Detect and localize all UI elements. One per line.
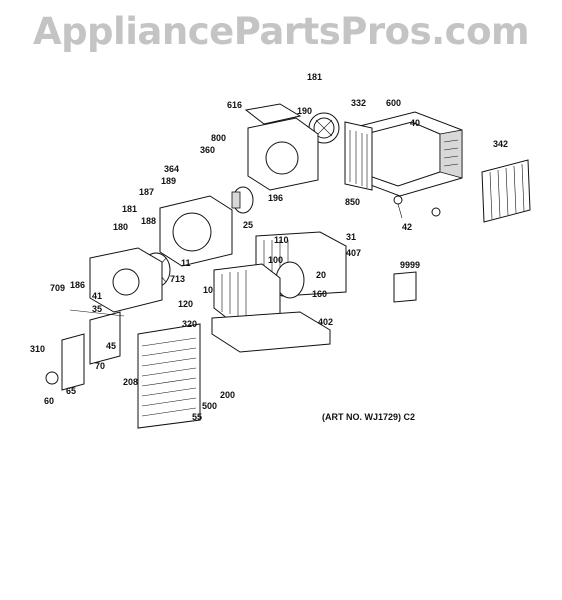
watermark-logo: AppliancePartsPros.com: [32, 10, 530, 53]
part-label: 407: [346, 248, 361, 258]
part-label: 45: [106, 341, 116, 351]
part-label: 181: [307, 72, 322, 82]
evaporator-coil-part: [213, 263, 281, 323]
part-label: 709: [50, 283, 65, 293]
part-label: 55: [192, 412, 202, 422]
part-label: 70: [95, 361, 105, 371]
manual-card-part: [393, 271, 417, 303]
part-label: 310: [30, 344, 45, 354]
part-label: 9999: [400, 260, 420, 270]
scroll-housing-part: [159, 195, 233, 267]
part-label: 187: [139, 187, 154, 197]
part-label: 600: [386, 98, 401, 108]
part-label: 190: [297, 106, 312, 116]
blower-wheel-part: [308, 112, 340, 144]
part-label: 200: [220, 390, 235, 400]
part-label: 320: [182, 319, 197, 329]
part-label: 180: [113, 222, 128, 232]
blower-housing-part: [244, 103, 319, 191]
front-grille-part: [137, 323, 201, 429]
fan-motor-part: [231, 186, 254, 214]
part-label: 110: [274, 235, 289, 245]
part-label: 42: [402, 222, 412, 232]
part-label: 713: [170, 274, 185, 284]
part-label: 10: [203, 285, 213, 295]
part-label: 616: [227, 100, 242, 110]
part-label: 35: [92, 304, 102, 314]
part-label: 402: [318, 317, 333, 327]
side-curtain-part: [481, 159, 531, 223]
part-label: 850: [345, 197, 360, 207]
part-label: 332: [351, 98, 366, 108]
part-label: 25: [243, 220, 253, 230]
part-label: 11: [181, 258, 191, 268]
art-number-caption: (ART NO. WJ1729) C2: [322, 412, 416, 422]
orifice-part: [89, 247, 163, 313]
part-label: 181: [122, 204, 137, 214]
part-label: 360: [200, 145, 215, 155]
front-frame-part: [344, 121, 373, 191]
part-label: 364: [164, 164, 179, 174]
part-label: 120: [178, 299, 193, 309]
part-label: 196: [268, 193, 283, 203]
cabinet-wrapper-part: [351, 111, 463, 197]
part-label: 20: [316, 270, 326, 280]
part-label: 208: [123, 377, 138, 387]
part-label: 500: [202, 401, 217, 411]
part-label: 60: [44, 396, 54, 406]
part-label: 186: [70, 280, 85, 290]
part-label: 41: [92, 291, 102, 301]
part-label: 100: [268, 255, 283, 265]
part-label: 31: [346, 232, 356, 242]
part-label: 342: [493, 139, 508, 149]
part-label: 65: [66, 386, 76, 396]
part-label: 40: [410, 118, 420, 128]
part-label: 188: [141, 216, 156, 226]
part-label: 160: [312, 289, 327, 299]
base-pan-part: [211, 311, 331, 353]
part-label: 189: [161, 176, 176, 186]
part-label: 800: [211, 133, 226, 143]
mounting-hardware-part: [393, 195, 441, 219]
control-panel-part: [45, 309, 125, 391]
